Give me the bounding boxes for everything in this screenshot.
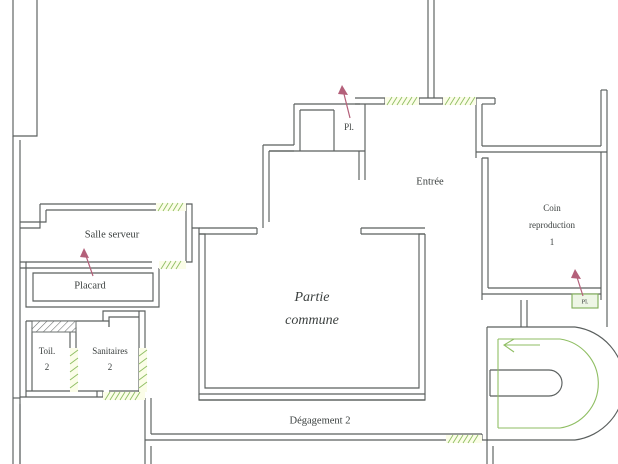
label-placard: Placard: [74, 280, 106, 291]
wall-group-upper-left: [12, 0, 38, 464]
label-toilettes-2: Toil.: [39, 346, 56, 356]
red-arrow-placard-haut: [338, 85, 351, 119]
red-arrow-placard-coin: [571, 269, 584, 297]
hatched-wall-block: [31, 320, 77, 333]
door-hatch-degagement-right: [447, 434, 479, 444]
door-hatch-salle-serveur-bottom: [160, 260, 182, 270]
label-placard-coin-reproduction: Pl.: [581, 298, 588, 305]
label-coin-reproduction-line2: reproduction: [529, 220, 575, 230]
label-coin-reproduction-line3: 1: [550, 237, 555, 247]
red-arrow-placard: [80, 248, 94, 277]
room-entree-walls: [262, 0, 444, 228]
room-salle-serveur-walls: [20, 203, 193, 269]
door-hatch-sanitaires: [138, 349, 148, 389]
annotation-arrows-red: [80, 85, 584, 297]
room-partie-commune-walls: [192, 227, 426, 401]
door-hatch-salle-serveur-top: [157, 202, 184, 212]
door-hatch-toilettes: [69, 349, 79, 389]
closet-box-coin-reproduction: [571, 293, 599, 309]
label-degagement-2: Dégagement 2: [290, 415, 351, 426]
door-hatch-entree-right: [444, 96, 476, 106]
staircase: [486, 300, 618, 464]
label-salle-serveur: Salle serveur: [85, 229, 140, 240]
label-entree: Entrée: [416, 176, 444, 187]
label-coin-reproduction-line1: Coin: [543, 203, 561, 213]
wall-group-lower-left: [13, 397, 21, 464]
label-sanitaires-2: Sanitaires: [92, 346, 128, 356]
door-openings: [69, 96, 482, 444]
room-coin-reproduction-walls: [475, 89, 608, 300]
label-partie-commune-line1: Partie: [294, 290, 330, 305]
label-placard-haut: Pl.: [344, 122, 354, 132]
door-hatch-entree-left: [386, 96, 418, 106]
label-partie-commune-line2: commune: [285, 313, 339, 328]
label-sanitaires-2-number: 2: [108, 362, 113, 372]
label-toilettes-2-number: 2: [45, 362, 50, 372]
room-placard-walls: [25, 268, 160, 308]
wall-group-lower-right: [144, 440, 152, 464]
room-labels: Salle serveur Placard Toil. 2 Sanitaires…: [39, 122, 589, 426]
door-hatch-degagement-left: [104, 391, 141, 401]
